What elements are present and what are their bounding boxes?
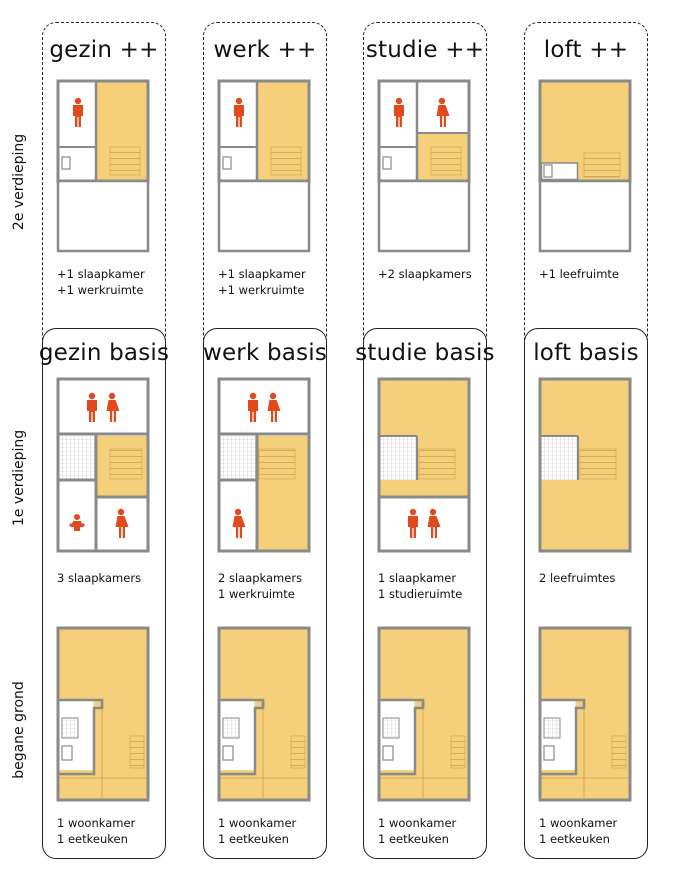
studie-plus-frame [363,22,487,340]
studie-ground-caption: 1 woonkamer 1 eetkeuken [378,815,456,847]
gezin-floor2-caption: +1 slaapkamer +1 werkruimte [57,266,145,298]
loft-plus-title: loft ++ [543,37,629,63]
caption-line: +1 leefruimte [539,267,620,281]
studie-floor1-caption: 1 slaapkamer 1 studieruimte [378,570,462,602]
studie-floor2-plan [379,81,469,251]
werk-floor2-caption: +1 slaapkamer +1 werkruimte [218,266,306,298]
loft-ground-caption: 1 woonkamer 1 eetkeuken [539,815,617,847]
werk-ground-plan [217,626,311,802]
caption-line: 1 woonkamer [57,816,136,830]
studie-plus-title: studie ++ [365,37,485,63]
caption-line: 1 eetkeuken [378,832,449,846]
studie-basis-title: studie basis [355,340,495,366]
gezin-ground-caption: 1 woonkamer 1 eetkeuken [57,815,135,847]
werk-floor2-plan [219,81,309,251]
caption-line: 3 slaapkamers [57,571,142,585]
caption-line: +2 slaapkamers [378,267,472,281]
gezin-basis-title: gezin basis [38,340,170,366]
werk-floor1-caption: 2 slaapkamers 1 werkruimte [218,570,302,602]
gezin-basis-frame [42,328,166,859]
caption-line: 1 eetkeuken [57,832,128,846]
caption-line: 1 studieruimte [378,587,463,601]
gezin-plus-frame [42,22,166,340]
loft-basis-title: loft basis [533,340,639,366]
werk-ground-caption: 1 woonkamer 1 eetkeuken [218,815,296,847]
loft-ground-plan [538,626,632,802]
werk-plus-frame [203,22,327,340]
caption-line: 1 slaapkamer [378,571,457,585]
caption-line: 1 eetkeuken [539,832,610,846]
caption-line: +1 slaapkamer [218,267,306,281]
caption-line: 1 eetkeuken [218,832,289,846]
caption-line: 1 woonkamer [218,816,297,830]
werk-basis-title: werk basis [202,340,328,366]
studie-floor1-plan [379,379,469,551]
caption-line: 2 leefruimtes [539,571,616,585]
studie-ground-plan [377,626,471,802]
gezin-plus-title: gezin ++ [49,37,159,63]
caption-line: 1 woonkamer [539,816,618,830]
caption-line: 1 werkruimte [218,587,295,601]
gezin-floor1-caption: 3 slaapkamers [57,570,141,586]
gezin-floor1-plan [58,379,148,551]
loft-floor1-caption: 2 leefruimtes [539,570,615,586]
loft-basis-frame [524,328,648,859]
caption-line: +1 werkruimte [57,283,144,297]
caption-line: 2 slaapkamers [218,571,303,585]
loft-plus-frame [524,22,648,340]
caption-line: 1 woonkamer [378,816,457,830]
loft-floor1-plan [538,377,632,553]
werk-plus-title: werk ++ [213,37,317,63]
caption-line: +1 werkruimte [218,283,305,297]
studie-floor2-caption: +2 slaapkamers [378,266,472,282]
loft-floor2-caption: +1 leefruimte [539,266,619,282]
caption-line: +1 slaapkamer [57,267,145,281]
gezin-floor2-plan [58,81,148,251]
werk-floor1-plan [219,379,309,551]
werk-basis-frame [203,328,327,859]
loft-floor2-plan [538,79,632,253]
gezin-ground-plan [56,626,150,802]
studie-basis-frame [363,328,487,859]
